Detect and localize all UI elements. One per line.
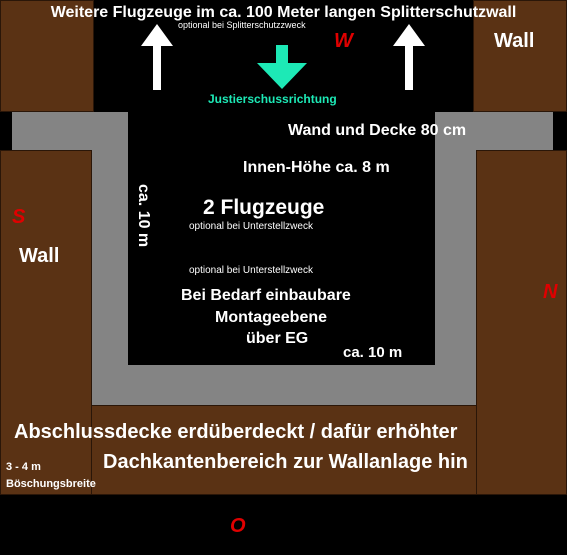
compass-north: N — [543, 281, 558, 303]
justier-direction-arrow-icon — [257, 45, 307, 89]
roof-earth-cover — [92, 405, 476, 495]
slope-width-line-2: Böschungsbreite — [6, 478, 96, 490]
justier-label: Justierschussrichtung — [208, 92, 337, 106]
aircraft-count: 2 Flugzeuge — [203, 196, 325, 219]
wall-label-top-right: Wall — [494, 30, 535, 52]
concrete-left-wall — [92, 112, 128, 405]
slope-width-line-1: 3 - 4 m — [6, 461, 41, 473]
width-vertical-label: ca. 10 m — [135, 184, 152, 248]
wall-top-left — [0, 0, 94, 112]
roof-line-2: Dachkantenbereich zur Wallanlage hin — [103, 451, 468, 473]
wall-top-right — [473, 0, 567, 112]
roof-line-1: Abschlussdecke erdüberdeckt / dafür erhö… — [14, 421, 458, 443]
compass-south: S — [12, 206, 26, 228]
arrow-up-left-icon — [141, 24, 173, 90]
mount-line-1: Bei Bedarf einbaubare — [181, 287, 351, 304]
wall-left — [0, 150, 92, 495]
width-horizontal-label: ca. 10 m — [343, 344, 403, 361]
inner-height: Innen-Höhe ca. 8 m — [243, 159, 390, 176]
wall-ceiling-thickness: Wand und Decke 80 cm — [288, 122, 467, 139]
wall-label-left: Wall — [19, 245, 60, 267]
aircraft-note: optional bei Unterstellzweck — [189, 221, 313, 232]
top-subtitle: optional bei Splitterschutzzweck — [178, 20, 306, 30]
compass-east: O — [230, 515, 246, 537]
concrete-ceiling — [92, 365, 476, 405]
top-title: Weitere Flugzeuge im ca. 100 Meter lange… — [50, 4, 517, 21]
wall-right — [476, 150, 567, 495]
mount-line-2: Montageebene — [215, 309, 328, 326]
mount-line-3: über EG — [246, 330, 309, 347]
compass-west: W — [334, 30, 353, 52]
mount-note: optional bei Unterstellzweck — [189, 265, 313, 276]
concrete-right-wall — [435, 112, 476, 405]
arrow-up-right-icon — [393, 24, 425, 90]
